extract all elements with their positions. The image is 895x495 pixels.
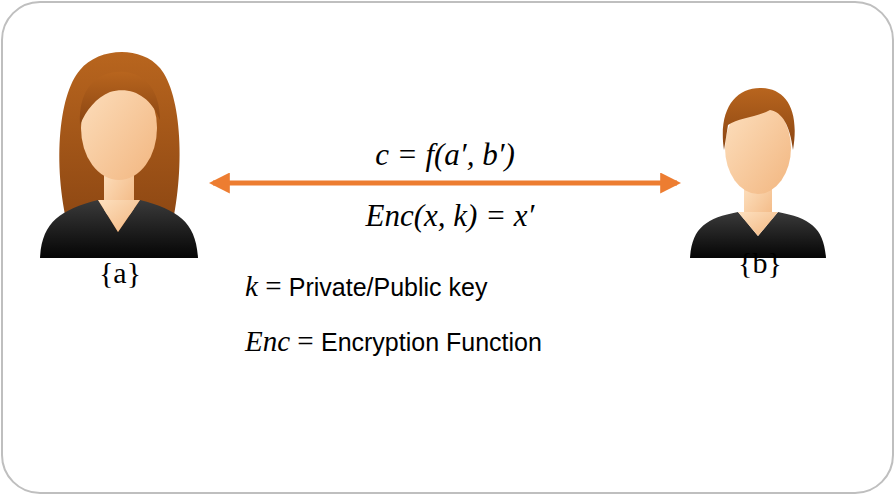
person-label: {b} — [680, 246, 840, 280]
legend-note: Enc = Encryption Function — [245, 325, 542, 358]
man-figure — [690, 88, 826, 258]
person-label: {a} — [30, 256, 210, 290]
legend-note: k = Private/Public key — [245, 270, 487, 303]
person-node: {a} — [30, 40, 210, 290]
double-arrow — [213, 181, 677, 186]
edge-label: c = f(a′, b′) — [375, 137, 515, 173]
person-node: {b} — [680, 60, 840, 280]
formula-label: Enc(x, k) = x′ — [366, 198, 535, 234]
woman-figure — [40, 52, 198, 258]
